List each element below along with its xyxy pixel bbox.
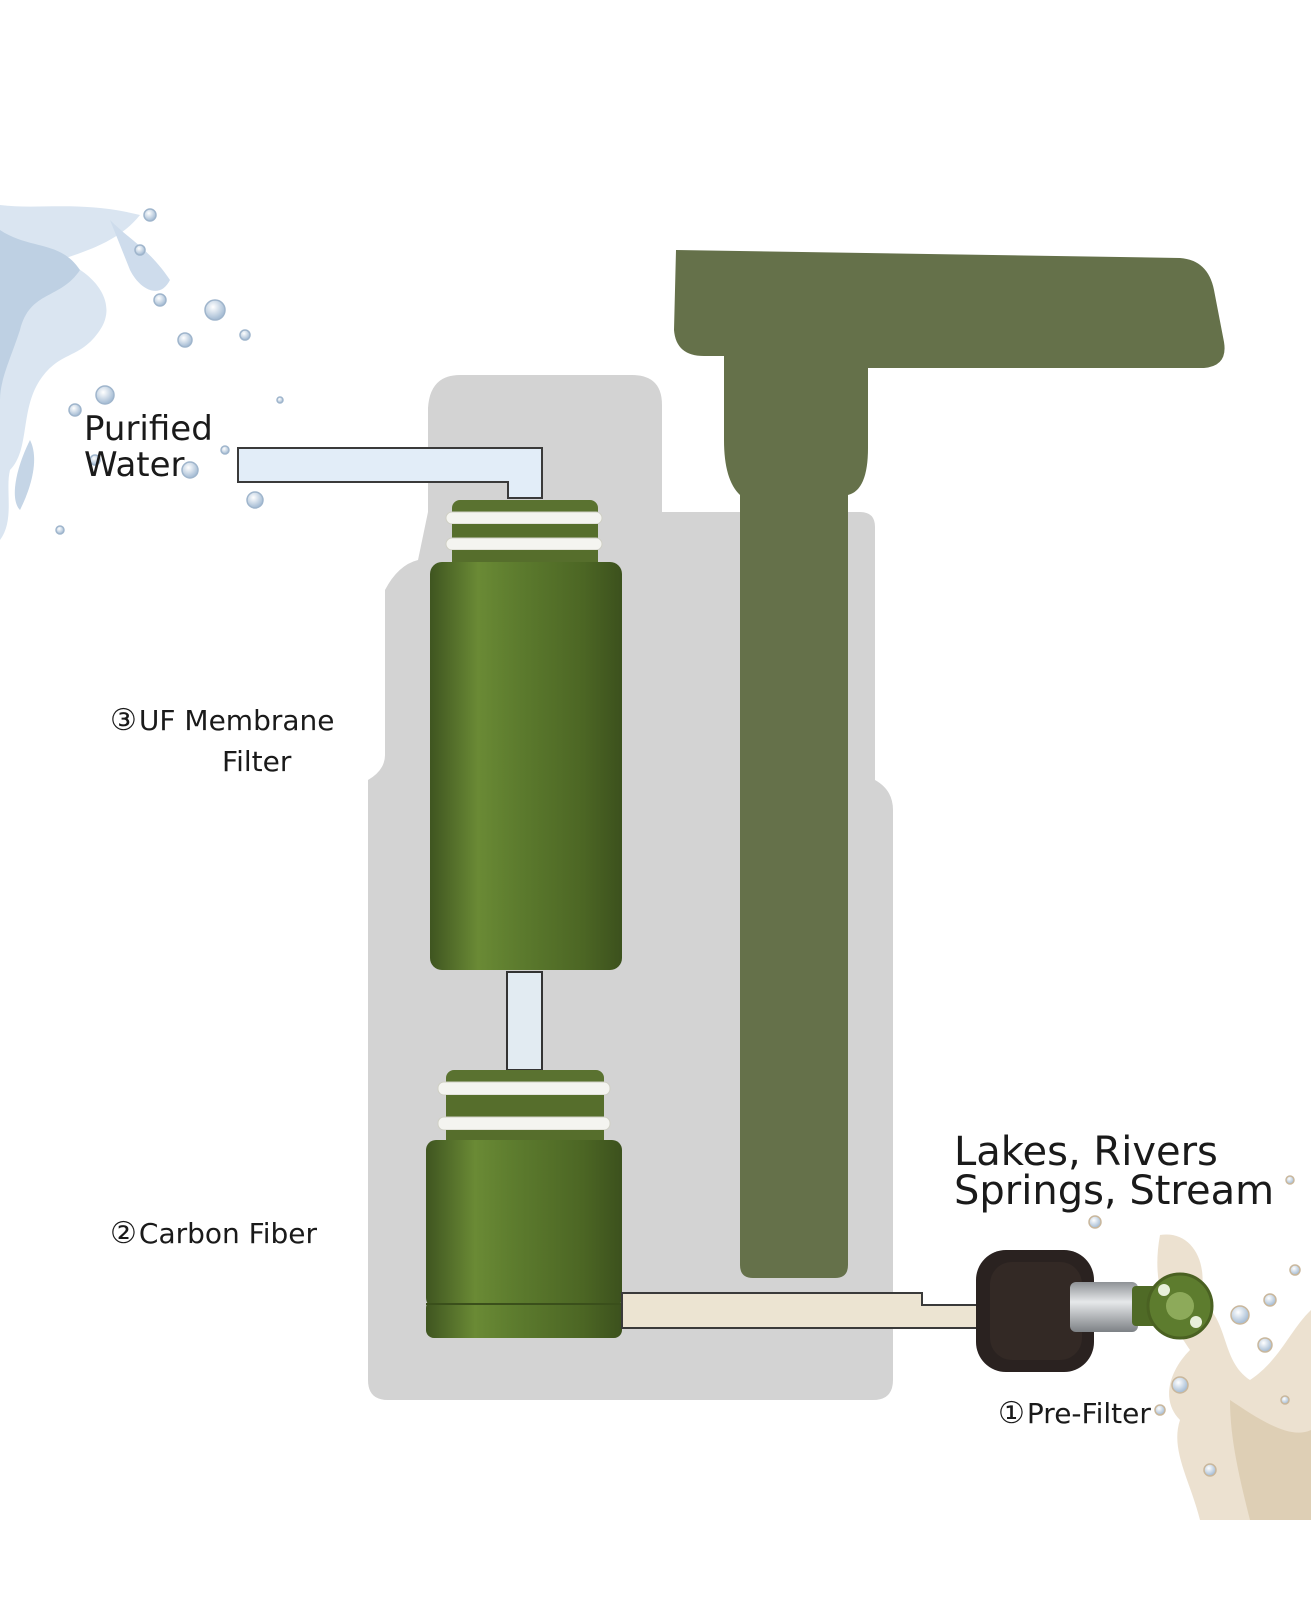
uf-step-number: ③ xyxy=(110,703,137,738)
pre-filter-text: Pre-Filter xyxy=(1026,1397,1151,1430)
water-source-label: Lakes, Rivers Springs, Stream xyxy=(954,1132,1275,1215)
pump-handle xyxy=(674,250,1225,1278)
cartridge-connector-tube xyxy=(506,971,543,1071)
purified-water-line2: Water xyxy=(84,444,185,485)
pre-filter-assembly xyxy=(976,1250,1214,1372)
water-droplets-top-left xyxy=(55,208,284,535)
water-droplets-bottom-right xyxy=(1088,1175,1301,1477)
uf-membrane-line1: UF Membrane xyxy=(138,704,335,737)
water-source-line2: Springs, Stream xyxy=(954,1168,1275,1215)
purified-water-line1: Purified xyxy=(84,409,213,449)
carbon-fiber-text: Carbon Fiber xyxy=(138,1217,318,1250)
water-splash-top-left xyxy=(0,205,170,540)
uf-membrane-line2: Filter xyxy=(222,745,292,778)
purified-water-tube xyxy=(237,447,543,499)
carbon-step-number: ② xyxy=(110,1216,137,1251)
water-source-line1: Lakes, Rivers xyxy=(954,1129,1218,1175)
uf-membrane-cartridge xyxy=(430,500,622,970)
uf-membrane-label: ③UF Membrane Filter xyxy=(110,700,334,781)
pre-step-number: ① xyxy=(998,1396,1025,1431)
purified-water-label: Purified Water xyxy=(84,409,213,485)
inlet-tube xyxy=(621,1292,979,1329)
carbon-fiber-label: ②Carbon Fiber xyxy=(110,1218,317,1250)
carbon-fiber-cartridge xyxy=(426,1070,622,1338)
pre-filter-label: ①Pre-Filter xyxy=(998,1398,1151,1430)
